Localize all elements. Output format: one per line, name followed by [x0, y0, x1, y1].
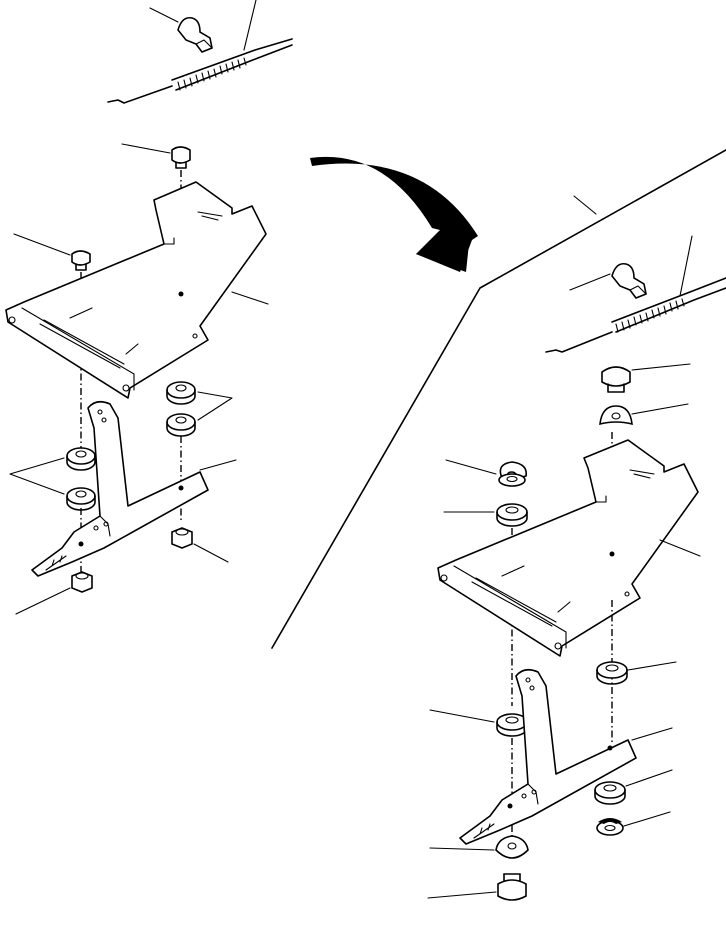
- cable-clip-right: [611, 262, 647, 299]
- leader-line-clip-left: [149, 7, 179, 23]
- leader-line-cable-left: [243, 0, 257, 51]
- before-view: [5, 0, 293, 615]
- nut-bottom-left: [71, 571, 93, 593]
- leader-line-nut-bottom-left: [15, 587, 71, 615]
- washer-mid-right: [596, 661, 628, 685]
- half-washer-upper-right: [599, 405, 633, 426]
- washer-pair-right-left: [166, 381, 196, 437]
- leader-line-cable-right: [679, 235, 693, 297]
- leader-line-half-washer-upper-right: [631, 403, 689, 415]
- leader-line-clip-right: [569, 273, 611, 291]
- leader-line-bracket-plate-left: [231, 291, 269, 305]
- lever-arm-right: [459, 668, 637, 845]
- leader-line-washers-left-left: [9, 457, 65, 495]
- bracket-plate-left: [5, 181, 267, 399]
- after-view: [427, 235, 726, 901]
- leader-line-snap-ring-right: [445, 459, 497, 475]
- leader-line-bracket-plate-right: [659, 539, 701, 557]
- leader-line-lever-arm-left: [199, 459, 237, 471]
- bolt-lower-right: [497, 873, 527, 901]
- leader-line-washer-mid-right: [627, 661, 677, 671]
- lever-arm-left: [31, 400, 209, 577]
- snap-ring-right: [498, 461, 528, 487]
- leader-line-bolt-left: [13, 233, 71, 256]
- cable-assembly-right: [545, 277, 726, 353]
- leader-line-half-washer-lower-right: [429, 847, 495, 851]
- leader-line-bolt-upper-right: [631, 363, 691, 371]
- washer-lower-left-right: [496, 713, 528, 737]
- snap-ring-lower-right: [596, 818, 624, 836]
- leader-line-washer-lower-left-right: [429, 709, 495, 723]
- leader-line-snap-ring-lower-right: [623, 811, 671, 827]
- curved-arrow-icon: [310, 156, 478, 272]
- washer-lower-right: [594, 781, 626, 805]
- bolt-upper-right: [601, 366, 631, 393]
- leader-line-nut-right-left: [193, 543, 229, 563]
- bolt-left: [71, 250, 91, 271]
- leader-line-bolt-lower-right: [427, 891, 497, 899]
- half-washer-lower-right: [495, 835, 529, 859]
- nut-right-left: [171, 527, 193, 549]
- leader-line-washers-right-left: [197, 391, 233, 421]
- section-divider: [271, 149, 726, 649]
- bolt-upper-left: [171, 146, 191, 169]
- washer-pair-left-left: [66, 447, 96, 511]
- washer-upper-left-right: [496, 503, 528, 527]
- leader-line-bolt-upper-left: [121, 143, 171, 154]
- cable-assembly-left: [107, 38, 293, 104]
- leader-line-washer-lower-right: [625, 769, 673, 787]
- bracket-plate-right: [437, 439, 699, 657]
- cable-clip-left: [177, 16, 213, 53]
- leader-line-lever-arm-right: [631, 727, 673, 741]
